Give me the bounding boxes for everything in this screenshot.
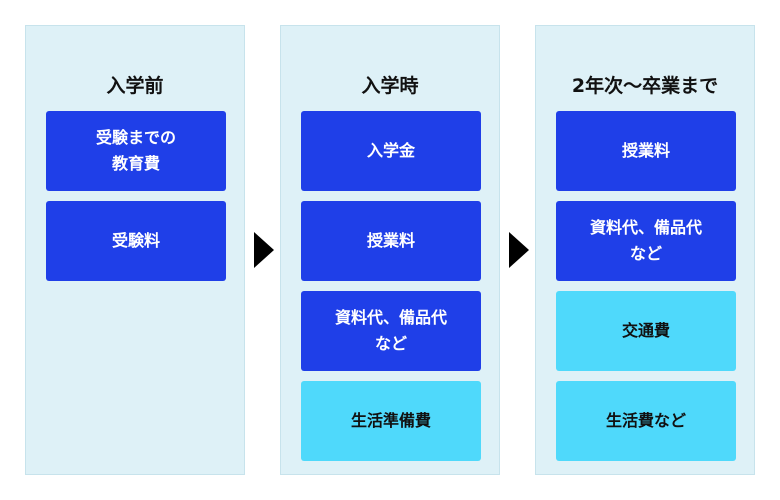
- item-exam-fee: 受験料: [46, 201, 226, 281]
- column-at-admission: 入学時 入学金 授業料 資料代、備品代 など 生活準備費: [280, 25, 500, 475]
- column-before-admission: 入学前 受験までの 教育費 受験料: [25, 25, 245, 475]
- column-title: 入学前: [106, 75, 164, 97]
- item-admission-fee: 入学金: [301, 111, 481, 191]
- arrow-right-icon: [254, 232, 274, 268]
- item-living-expenses: 生活費など: [556, 381, 736, 461]
- item-exam-education-cost: 受験までの 教育費: [46, 111, 226, 191]
- arrow-right-icon: [509, 232, 529, 268]
- column-second-year-to-graduation: 2年次～卒業まで 授業料 資料代、備品代 など 交通費 生活費など: [535, 25, 755, 475]
- item-tuition: 授業料: [556, 111, 736, 191]
- item-materials-equipment: 資料代、備品代 など: [301, 291, 481, 371]
- item-transportation: 交通費: [556, 291, 736, 371]
- item-tuition: 授業料: [301, 201, 481, 281]
- column-title: 入学時: [361, 75, 419, 97]
- column-title: 2年次～卒業まで: [571, 75, 719, 97]
- item-materials-equipment: 資料代、備品代 など: [556, 201, 736, 281]
- item-living-preparation: 生活準備費: [301, 381, 481, 461]
